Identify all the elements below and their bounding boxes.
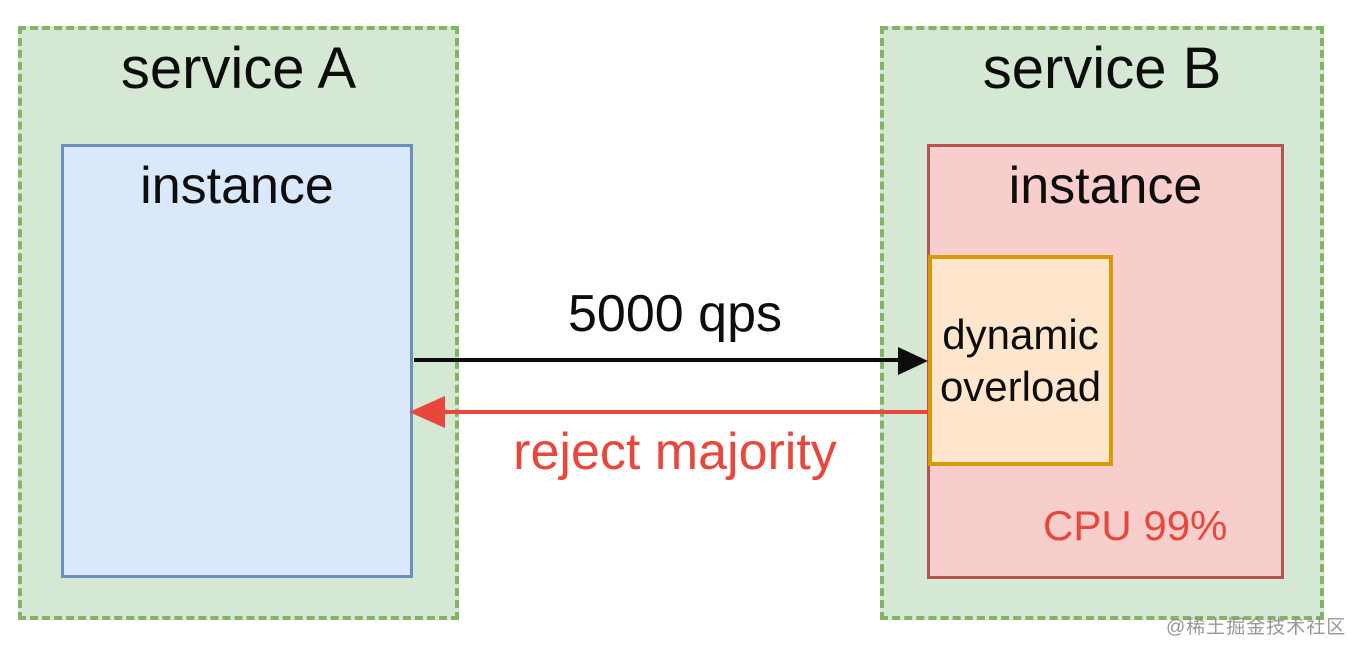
watermark-text: @稀土掘金技术社区 bbox=[1166, 617, 1347, 638]
reject-arrow-line bbox=[444, 410, 928, 414]
service-a-title: service A bbox=[120, 36, 357, 101]
service-a-instance-label: instance bbox=[140, 157, 334, 215]
reject-arrowhead-icon bbox=[409, 396, 445, 428]
service-b-title: service B bbox=[982, 36, 1222, 101]
request-rate-label: 5000 qps bbox=[568, 285, 782, 343]
service-b-instance-label: instance bbox=[1008, 157, 1203, 215]
dynamic-overload-label-line2: overload bbox=[939, 362, 1102, 410]
dynamic-overload-label-line1: dynamic bbox=[942, 311, 1099, 359]
request-arrow-line bbox=[414, 358, 900, 362]
reject-majority-label: reject majority bbox=[513, 423, 837, 481]
dynamic-overload-box: dynamic overload bbox=[928, 255, 1113, 466]
service-b-container: service B instance CPU 99% dynamic overl… bbox=[880, 26, 1324, 620]
request-arrowhead-icon bbox=[898, 347, 928, 375]
cpu-usage-label: CPU 99% bbox=[1043, 502, 1228, 549]
service-a-container: service A instance bbox=[18, 26, 459, 620]
service-a-instance-box: instance bbox=[61, 144, 413, 578]
